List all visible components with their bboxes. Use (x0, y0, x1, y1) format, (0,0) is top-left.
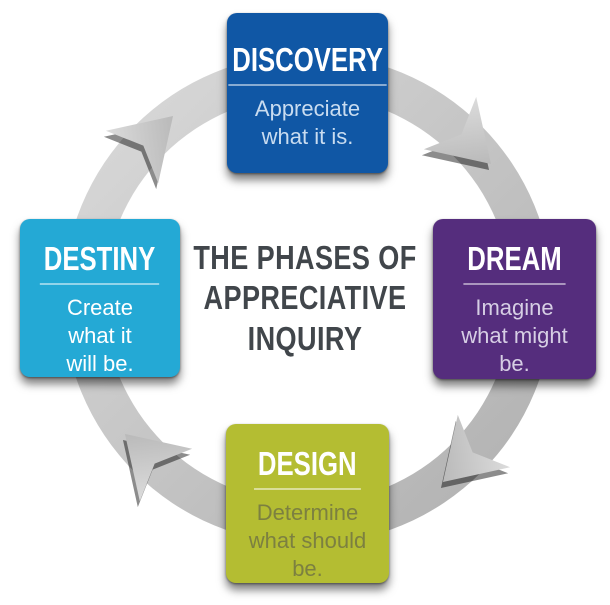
phase-card-discovery: DISCOVERY Appreciate what it is. (227, 13, 388, 173)
arrowhead-ne-icon (423, 96, 492, 165)
phase-title-dream: DREAM (463, 242, 566, 285)
phase-subtitle-dream: Imagine what might be. (461, 295, 568, 376)
diagram-title: THE PHASES OF APPRECIATIVE INQUIRY (193, 239, 417, 357)
arrowhead-nw-icon (105, 115, 174, 184)
arrowhead-se-icon (442, 414, 511, 483)
phase-subtitle-design: Determine what should be. (248, 500, 367, 581)
arrowhead-sw-icon (124, 433, 193, 502)
phase-title-design: DESIGN (254, 447, 361, 490)
phase-title-destiny: DESTINY (40, 242, 160, 285)
phase-subtitle-destiny: Create what it will be. (66, 295, 134, 376)
phase-card-design: DESIGN Determine what should be. (226, 424, 389, 583)
phase-subtitle-discovery: Appreciate what it is. (254, 96, 361, 149)
phase-card-dream: DREAM Imagine what might be. (433, 219, 596, 379)
phase-card-destiny: DESTINY Create what it will be. (20, 219, 180, 377)
phase-title-discovery: DISCOVERY (228, 43, 387, 86)
